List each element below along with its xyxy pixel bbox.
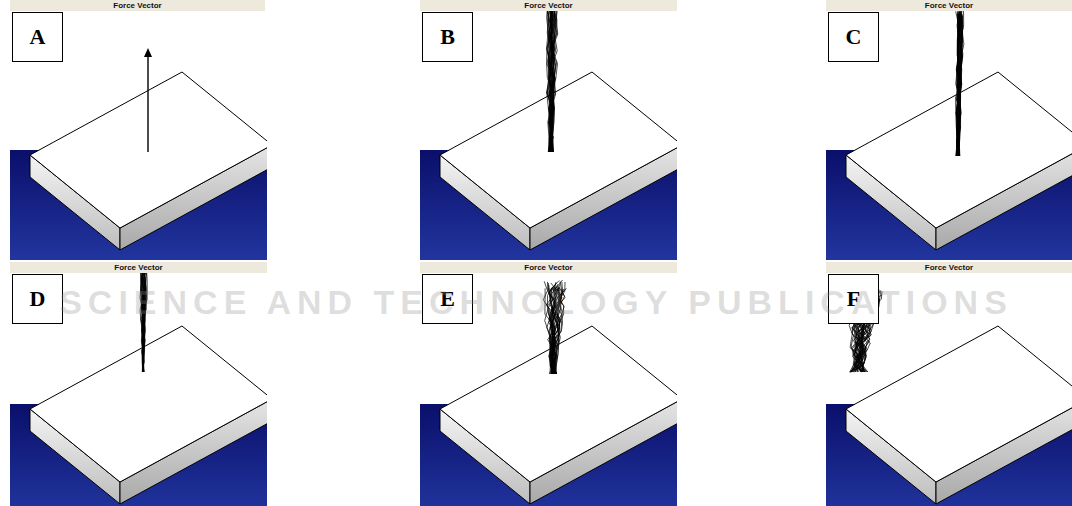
force-sample-stroke bbox=[552, 287, 560, 375]
window-title-bar: Force Vector bbox=[826, 0, 1072, 11]
title-text: Force Vector bbox=[524, 2, 572, 10]
panel-letter: B bbox=[440, 26, 455, 48]
force-sample-stroke bbox=[142, 268, 145, 372]
title-text: Force Vector bbox=[114, 264, 162, 272]
force-sample-stroke bbox=[547, 4, 554, 152]
panel-letter: A bbox=[30, 26, 46, 48]
force-sample-stroke bbox=[549, 3, 557, 152]
watermark: SCIENCE AND TECHNOLOGY PUBLICATIONS bbox=[0, 283, 1072, 322]
panel-letter-box: A bbox=[12, 12, 63, 62]
force-sample-stroke bbox=[549, 2, 553, 152]
force-sample-stroke bbox=[547, 3, 553, 152]
panel-letter-box: C bbox=[828, 12, 879, 62]
panel-letter: D bbox=[30, 288, 46, 310]
force-sample-stroke bbox=[957, 10, 963, 156]
title-text: Force Vector bbox=[113, 2, 161, 10]
force-sample-stroke bbox=[142, 269, 146, 372]
window-title-bar: Force Vector bbox=[420, 262, 677, 273]
force-sample-stroke bbox=[142, 268, 146, 372]
panel-letter: F bbox=[847, 288, 860, 310]
force-arrow bbox=[147, 54, 148, 152]
force-sample-stroke bbox=[142, 269, 145, 372]
panel-letter-box: B bbox=[422, 12, 473, 62]
title-text: Force Vector bbox=[925, 2, 973, 10]
force-sample-stroke bbox=[957, 11, 962, 156]
panel-letter-box: E bbox=[422, 274, 473, 324]
panel-letter-box: F bbox=[828, 274, 879, 324]
window-title-bar: Force Vector bbox=[10, 0, 265, 11]
window-title-bar: Force Vector bbox=[10, 262, 267, 273]
force-sample-stroke bbox=[552, 284, 561, 374]
panel-letter: E bbox=[440, 288, 455, 310]
force-sample-stroke bbox=[549, 6, 553, 152]
title-text: Force Vector bbox=[524, 264, 572, 272]
force-sample-stroke bbox=[545, 288, 553, 374]
panel-letter: C bbox=[846, 26, 862, 48]
window-title-bar: Force Vector bbox=[826, 262, 1072, 273]
force-sample-stroke bbox=[956, 11, 961, 156]
force-sample-stroke bbox=[957, 14, 962, 156]
panel-letter-box: D bbox=[12, 274, 63, 324]
arrow-head bbox=[144, 48, 152, 57]
window-title-bar: Force Vector bbox=[420, 0, 677, 11]
title-text: Force Vector bbox=[925, 264, 973, 272]
force-sample-stroke bbox=[547, 3, 554, 152]
